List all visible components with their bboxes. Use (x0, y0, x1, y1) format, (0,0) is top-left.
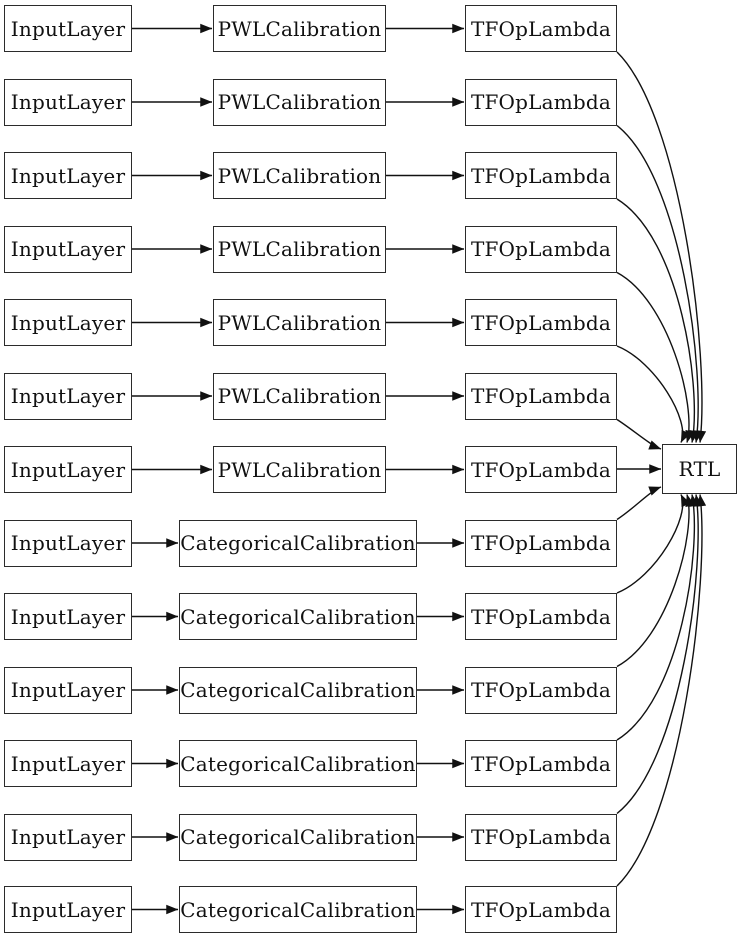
node-pwl-calibration: PWLCalibration (213, 446, 386, 493)
edge-tfop_9-rtl (616, 494, 695, 668)
edge-tfop_5-rtl (616, 418, 662, 450)
node-tfop-lambda: TFOpLambda (465, 446, 617, 493)
node-categorical-calibration: CategoricalCalibration (179, 519, 417, 567)
node-tfop-lambda: TFOpLambda (465, 886, 617, 933)
node-pwl-calibration: PWLCalibration (213, 299, 386, 346)
edge-tfop_4-rtl (616, 345, 691, 443)
node-tfop-lambda: TFOpLambda (465, 152, 617, 199)
edge-tfop_12-rtl (616, 494, 707, 887)
edge-tfop_1-rtl (616, 124, 703, 443)
node-input-layer: InputLayer (4, 299, 132, 346)
node-tfop-lambda: TFOpLambda (465, 372, 617, 420)
node-input-layer: InputLayer (4, 446, 132, 493)
edge-tfop_8-rtl (616, 494, 691, 594)
node-tfop-lambda: TFOpLambda (465, 813, 617, 861)
node-input-layer: InputLayer (4, 5, 132, 52)
node-categorical-calibration: CategoricalCalibration (179, 813, 417, 861)
node-pwl-calibration: PWLCalibration (213, 78, 386, 126)
node-tfop-lambda: TFOpLambda (465, 593, 617, 640)
node-pwl-calibration: PWLCalibration (213, 5, 386, 52)
node-categorical-calibration: CategoricalCalibration (179, 666, 417, 714)
edge-tfop_0-rtl (616, 51, 707, 443)
edge-tfop_3-rtl (616, 271, 695, 443)
node-input-layer: InputLayer (4, 886, 132, 933)
node-input-layer: InputLayer (4, 593, 132, 640)
node-input-layer: InputLayer (4, 519, 132, 567)
node-tfop-lambda: TFOpLambda (465, 666, 617, 714)
node-input-layer: InputLayer (4, 740, 132, 787)
node-pwl-calibration: PWLCalibration (213, 152, 386, 199)
node-categorical-calibration: CategoricalCalibration (179, 740, 417, 787)
node-input-layer: InputLayer (4, 813, 132, 861)
node-tfop-lambda: TFOpLambda (465, 5, 617, 52)
edge-tfop_2-rtl (616, 198, 699, 443)
node-input-layer: InputLayer (4, 225, 132, 273)
edge-tfop_10-rtl (616, 494, 699, 741)
node-tfop-lambda: TFOpLambda (465, 225, 617, 273)
edge-tfop_7-rtl (616, 486, 662, 521)
node-tfop-lambda: TFOpLambda (465, 299, 617, 346)
edge-tfop_11-rtl (616, 494, 703, 815)
node-input-layer: InputLayer (4, 666, 132, 714)
node-input-layer: InputLayer (4, 152, 132, 199)
node-input-layer: InputLayer (4, 372, 132, 420)
node-categorical-calibration: CategoricalCalibration (179, 886, 417, 933)
node-pwl-calibration: PWLCalibration (213, 372, 386, 420)
node-tfop-lambda: TFOpLambda (465, 519, 617, 567)
node-tfop-lambda: TFOpLambda (465, 740, 617, 787)
node-tfop-lambda: TFOpLambda (465, 78, 617, 126)
edge-group (132, 23, 707, 915)
node-rtl: RTL (662, 443, 737, 494)
node-categorical-calibration: CategoricalCalibration (179, 593, 417, 640)
node-pwl-calibration: PWLCalibration (213, 225, 386, 273)
node-input-layer: InputLayer (4, 78, 132, 126)
